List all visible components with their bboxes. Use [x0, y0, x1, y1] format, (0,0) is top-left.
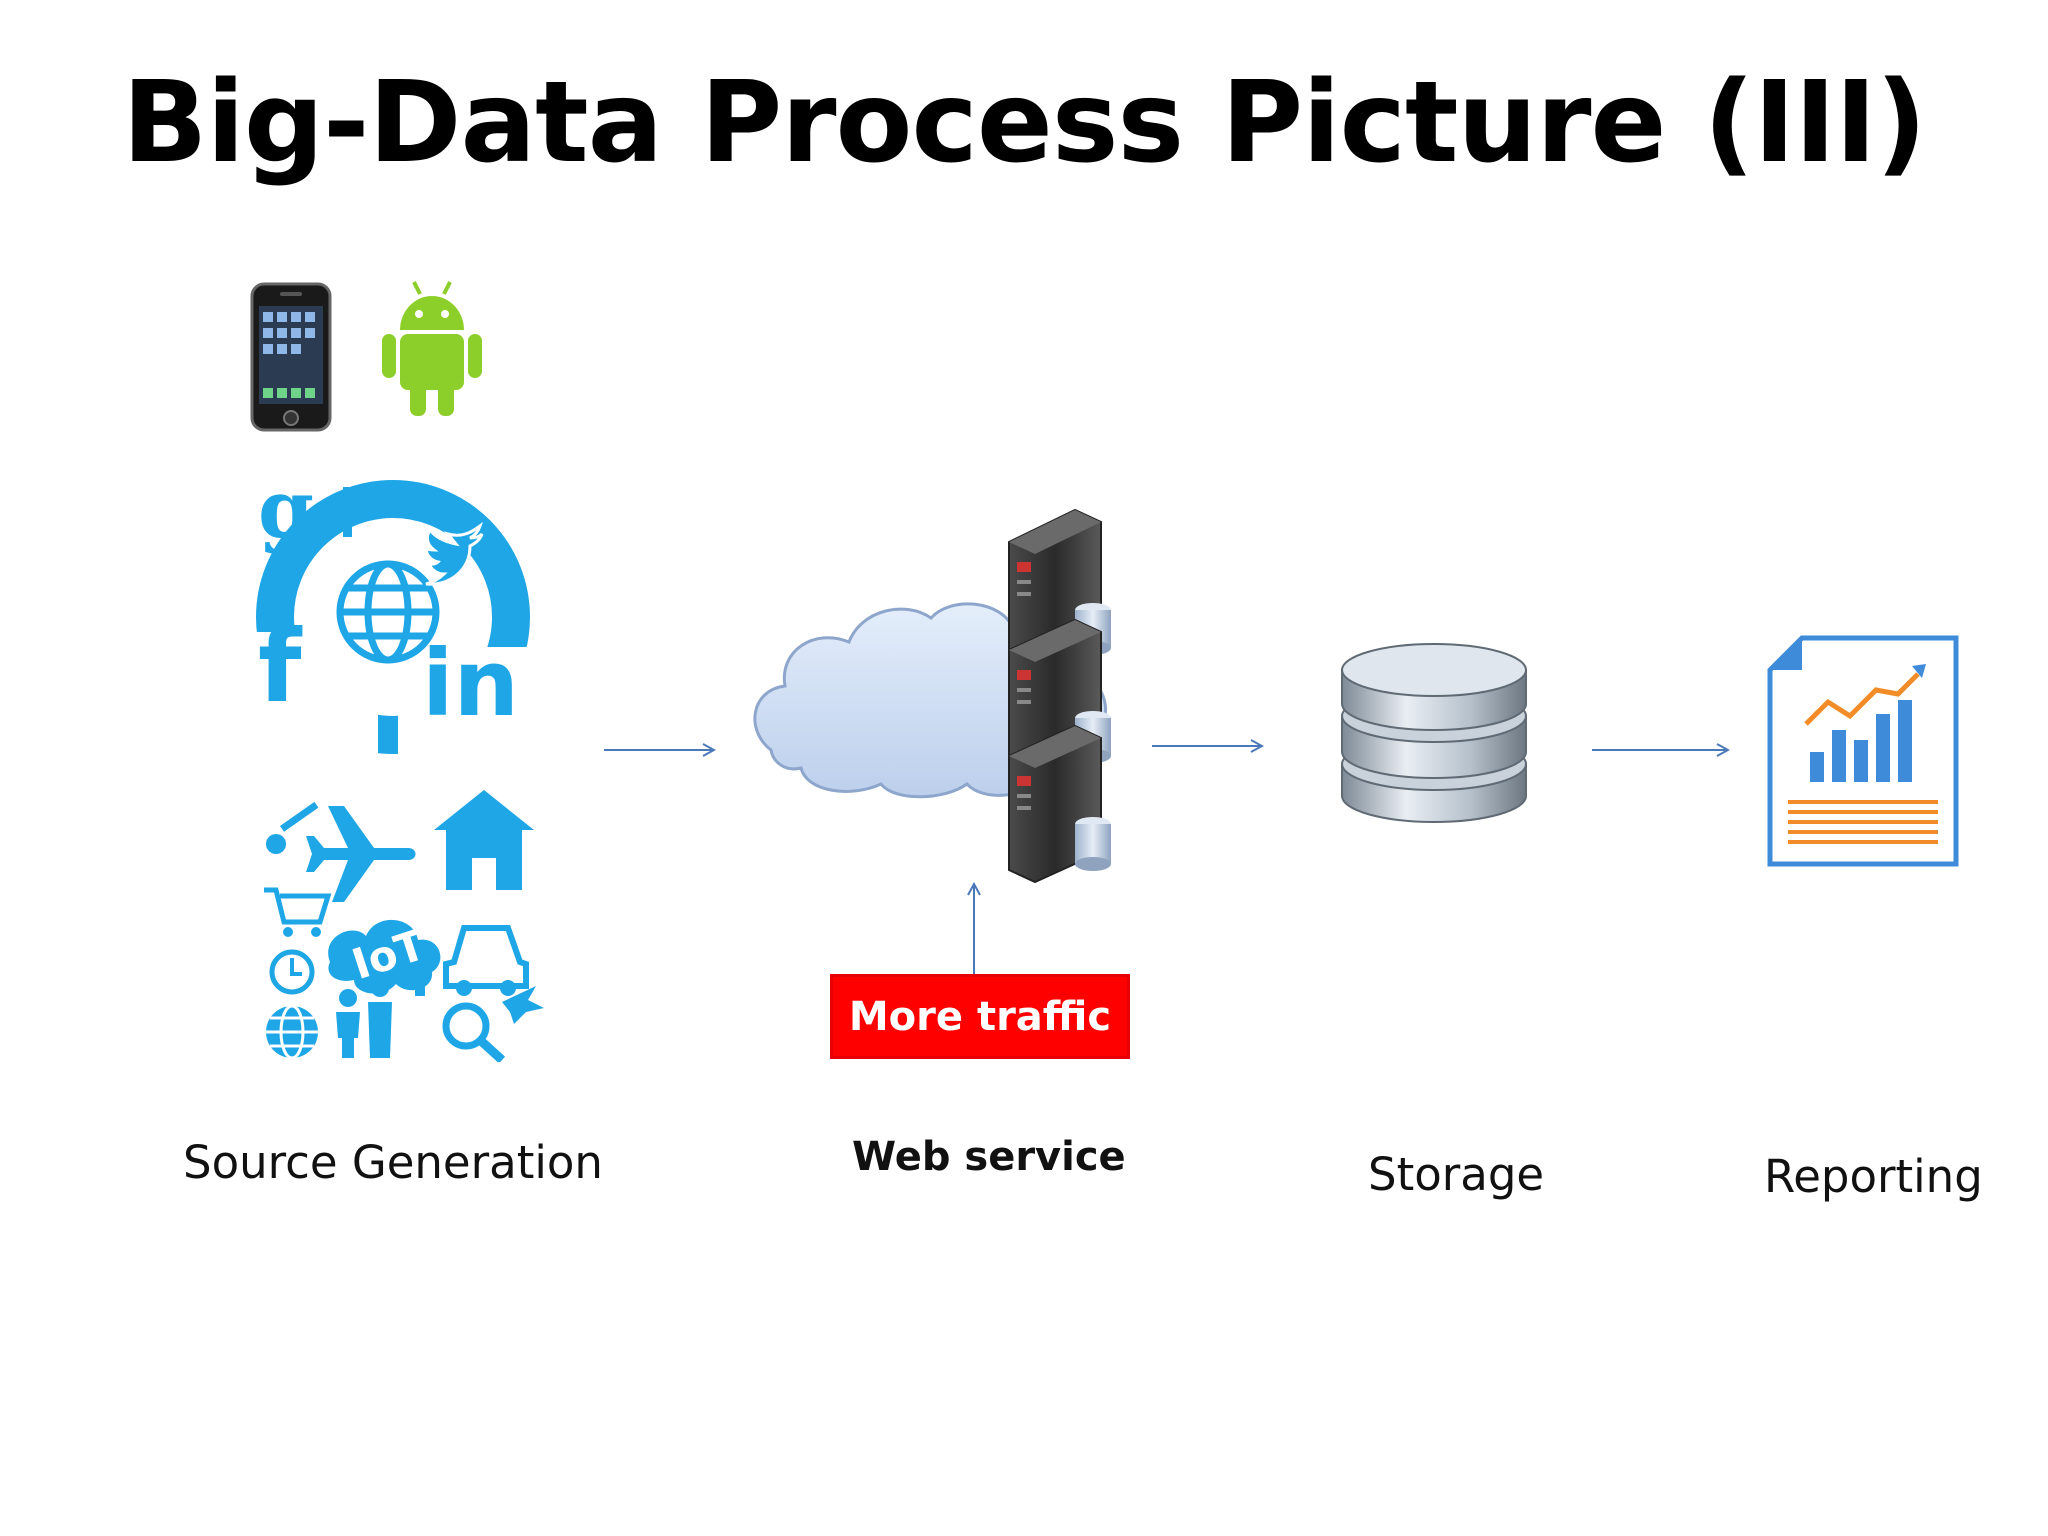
database-icon: [1341, 643, 1527, 823]
iot-collage-icon: [264, 790, 544, 1062]
linkedin-icon: in: [422, 630, 520, 737]
stage-label-web-service: Web service: [852, 1134, 1126, 1180]
facebook-icon: f: [258, 608, 302, 725]
social-network-icon: [248, 480, 538, 762]
stage-label-reporting: Reporting: [1764, 1150, 1983, 1203]
more-traffic-callout: More traffic: [830, 974, 1130, 1059]
web-service-icon: [753, 508, 1111, 884]
more-traffic-label: More traffic: [848, 993, 1112, 1040]
report-icon: [1767, 635, 1959, 867]
slide-title: Big-Data Process Picture (III): [122, 58, 1927, 188]
google-plus-icon: g+: [258, 462, 381, 556]
stage-label-storage: Storage: [1368, 1148, 1545, 1201]
stage-label-source-generation: Source Generation: [183, 1136, 603, 1189]
android-icon: [382, 281, 482, 416]
smartphone-icon: [250, 282, 332, 432]
